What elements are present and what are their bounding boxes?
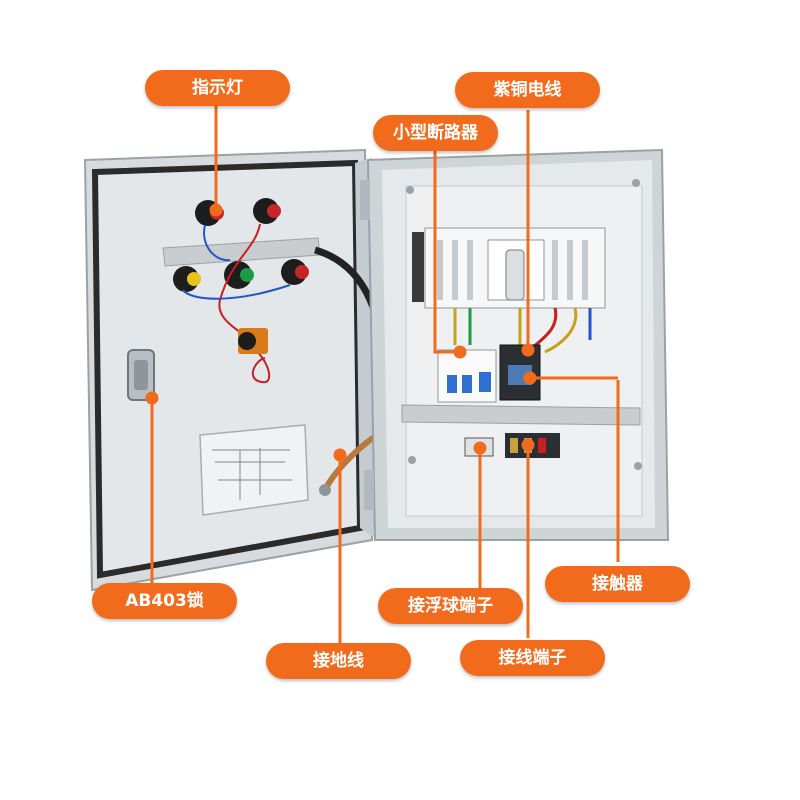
dual-power-switch <box>424 227 606 309</box>
leader-lines <box>145 106 620 643</box>
indicator-lights <box>162 198 321 384</box>
callout-mini-breaker: 小型断路器 <box>373 115 498 151</box>
callout-copper-wire: 紫铜电线 <box>455 72 600 108</box>
callout-wire-terminal: 接线端子 <box>460 640 605 676</box>
contactor <box>499 344 541 401</box>
callout-ground-wire: 接地线 <box>266 643 411 679</box>
callout-float-terminal: 接浮球端子 <box>378 588 523 624</box>
callout-contactor: 接触器 <box>545 566 690 602</box>
mini-breakers <box>437 349 497 403</box>
callout-indicator-light: 指示灯 <box>145 70 290 106</box>
door-lock <box>127 349 155 401</box>
callout-ab403-lock: AB403锁 <box>92 583 237 619</box>
wiring-diagram-pocket <box>199 424 309 516</box>
